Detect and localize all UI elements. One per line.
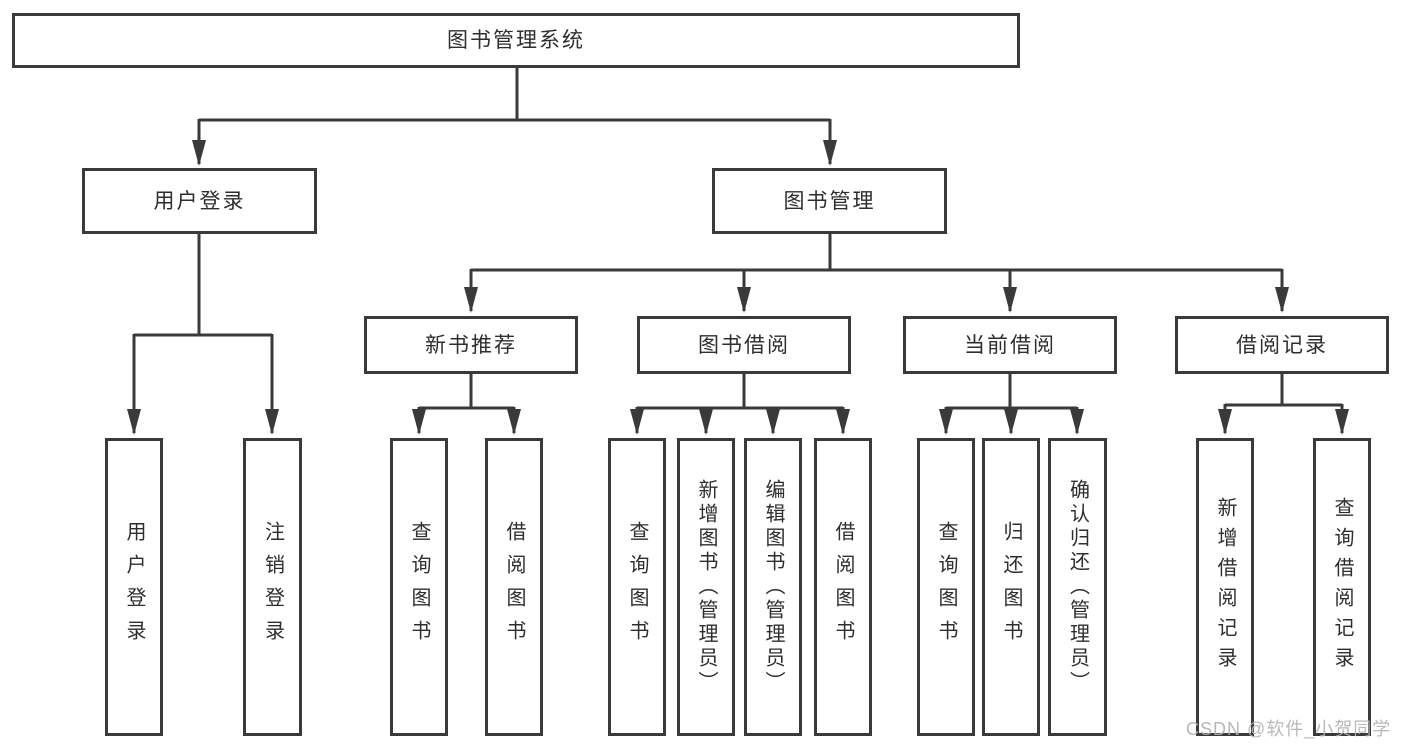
leaf-borrow-query-books-label: 查询图书 xyxy=(626,521,648,653)
csdn-watermark: CSDN @软件_小贺同学 xyxy=(1186,719,1392,739)
node-library-management-system: 图书管理系统 xyxy=(12,13,1020,68)
leaf-confirm-return-admin: 确认归还（管理员） xyxy=(1048,438,1107,736)
leaf-current-query-books-label: 查询图书 xyxy=(935,521,957,653)
leaf-borrow-query-books: 查询图书 xyxy=(608,438,666,736)
leaf-recommend-query-books: 查询图书 xyxy=(390,438,448,736)
node-current-borrowing: 当前借阅 xyxy=(903,316,1117,374)
leaf-recommend-borrow-books-label: 借阅图书 xyxy=(503,521,525,653)
leaf-user-login: 用户登录 xyxy=(105,438,163,736)
leaf-add-books-admin: 新增图书（管理员） xyxy=(677,438,735,736)
leaf-return-books: 归还图书 xyxy=(982,438,1040,736)
node-book-borrowing-label: 图书借阅 xyxy=(698,333,790,357)
node-borrowing-records-label: 借阅记录 xyxy=(1236,333,1328,357)
leaf-edit-books-admin-label: 编辑图书（管理员） xyxy=(762,479,784,695)
leaf-recommend-borrow-books: 借阅图书 xyxy=(485,438,543,736)
node-user-login: 用户登录 xyxy=(82,168,317,234)
leaf-recommend-query-books-label: 查询图书 xyxy=(408,521,430,653)
leaf-borrow-books-label: 借阅图书 xyxy=(832,521,854,653)
node-new-book-recommend-label: 新书推荐 xyxy=(425,333,517,357)
leaf-user-login-label: 用户登录 xyxy=(123,521,145,653)
leaf-edit-books-admin: 编辑图书（管理员） xyxy=(744,438,802,736)
node-book-management-label: 图书管理 xyxy=(783,189,876,213)
node-borrowing-records: 借阅记录 xyxy=(1175,316,1389,374)
node-new-book-recommend: 新书推荐 xyxy=(364,316,578,374)
node-book-management: 图书管理 xyxy=(712,168,947,234)
leaf-return-books-label: 归还图书 xyxy=(1000,521,1022,653)
node-book-borrowing: 图书借阅 xyxy=(637,316,851,374)
leaf-add-books-admin-label: 新增图书（管理员） xyxy=(695,479,717,695)
leaf-logout-label: 注销登录 xyxy=(261,521,284,653)
node-library-management-system-label: 图书管理系统 xyxy=(447,29,585,52)
leaf-borrow-books: 借阅图书 xyxy=(814,438,872,736)
leaf-query-borrow-record: 查询借阅记录 xyxy=(1313,438,1371,736)
node-user-login-label: 用户登录 xyxy=(153,189,246,213)
leaf-query-borrow-record-label: 查询借阅记录 xyxy=(1331,497,1353,677)
leaf-add-borrow-record: 新增借阅记录 xyxy=(1196,438,1254,736)
leaf-logout: 注销登录 xyxy=(243,438,302,736)
leaf-confirm-return-admin-label: 确认归还（管理员） xyxy=(1066,479,1089,695)
leaf-add-borrow-record-label: 新增借阅记录 xyxy=(1214,497,1236,677)
leaf-current-query-books: 查询图书 xyxy=(917,438,975,736)
node-current-borrowing-label: 当前借阅 xyxy=(964,333,1056,357)
